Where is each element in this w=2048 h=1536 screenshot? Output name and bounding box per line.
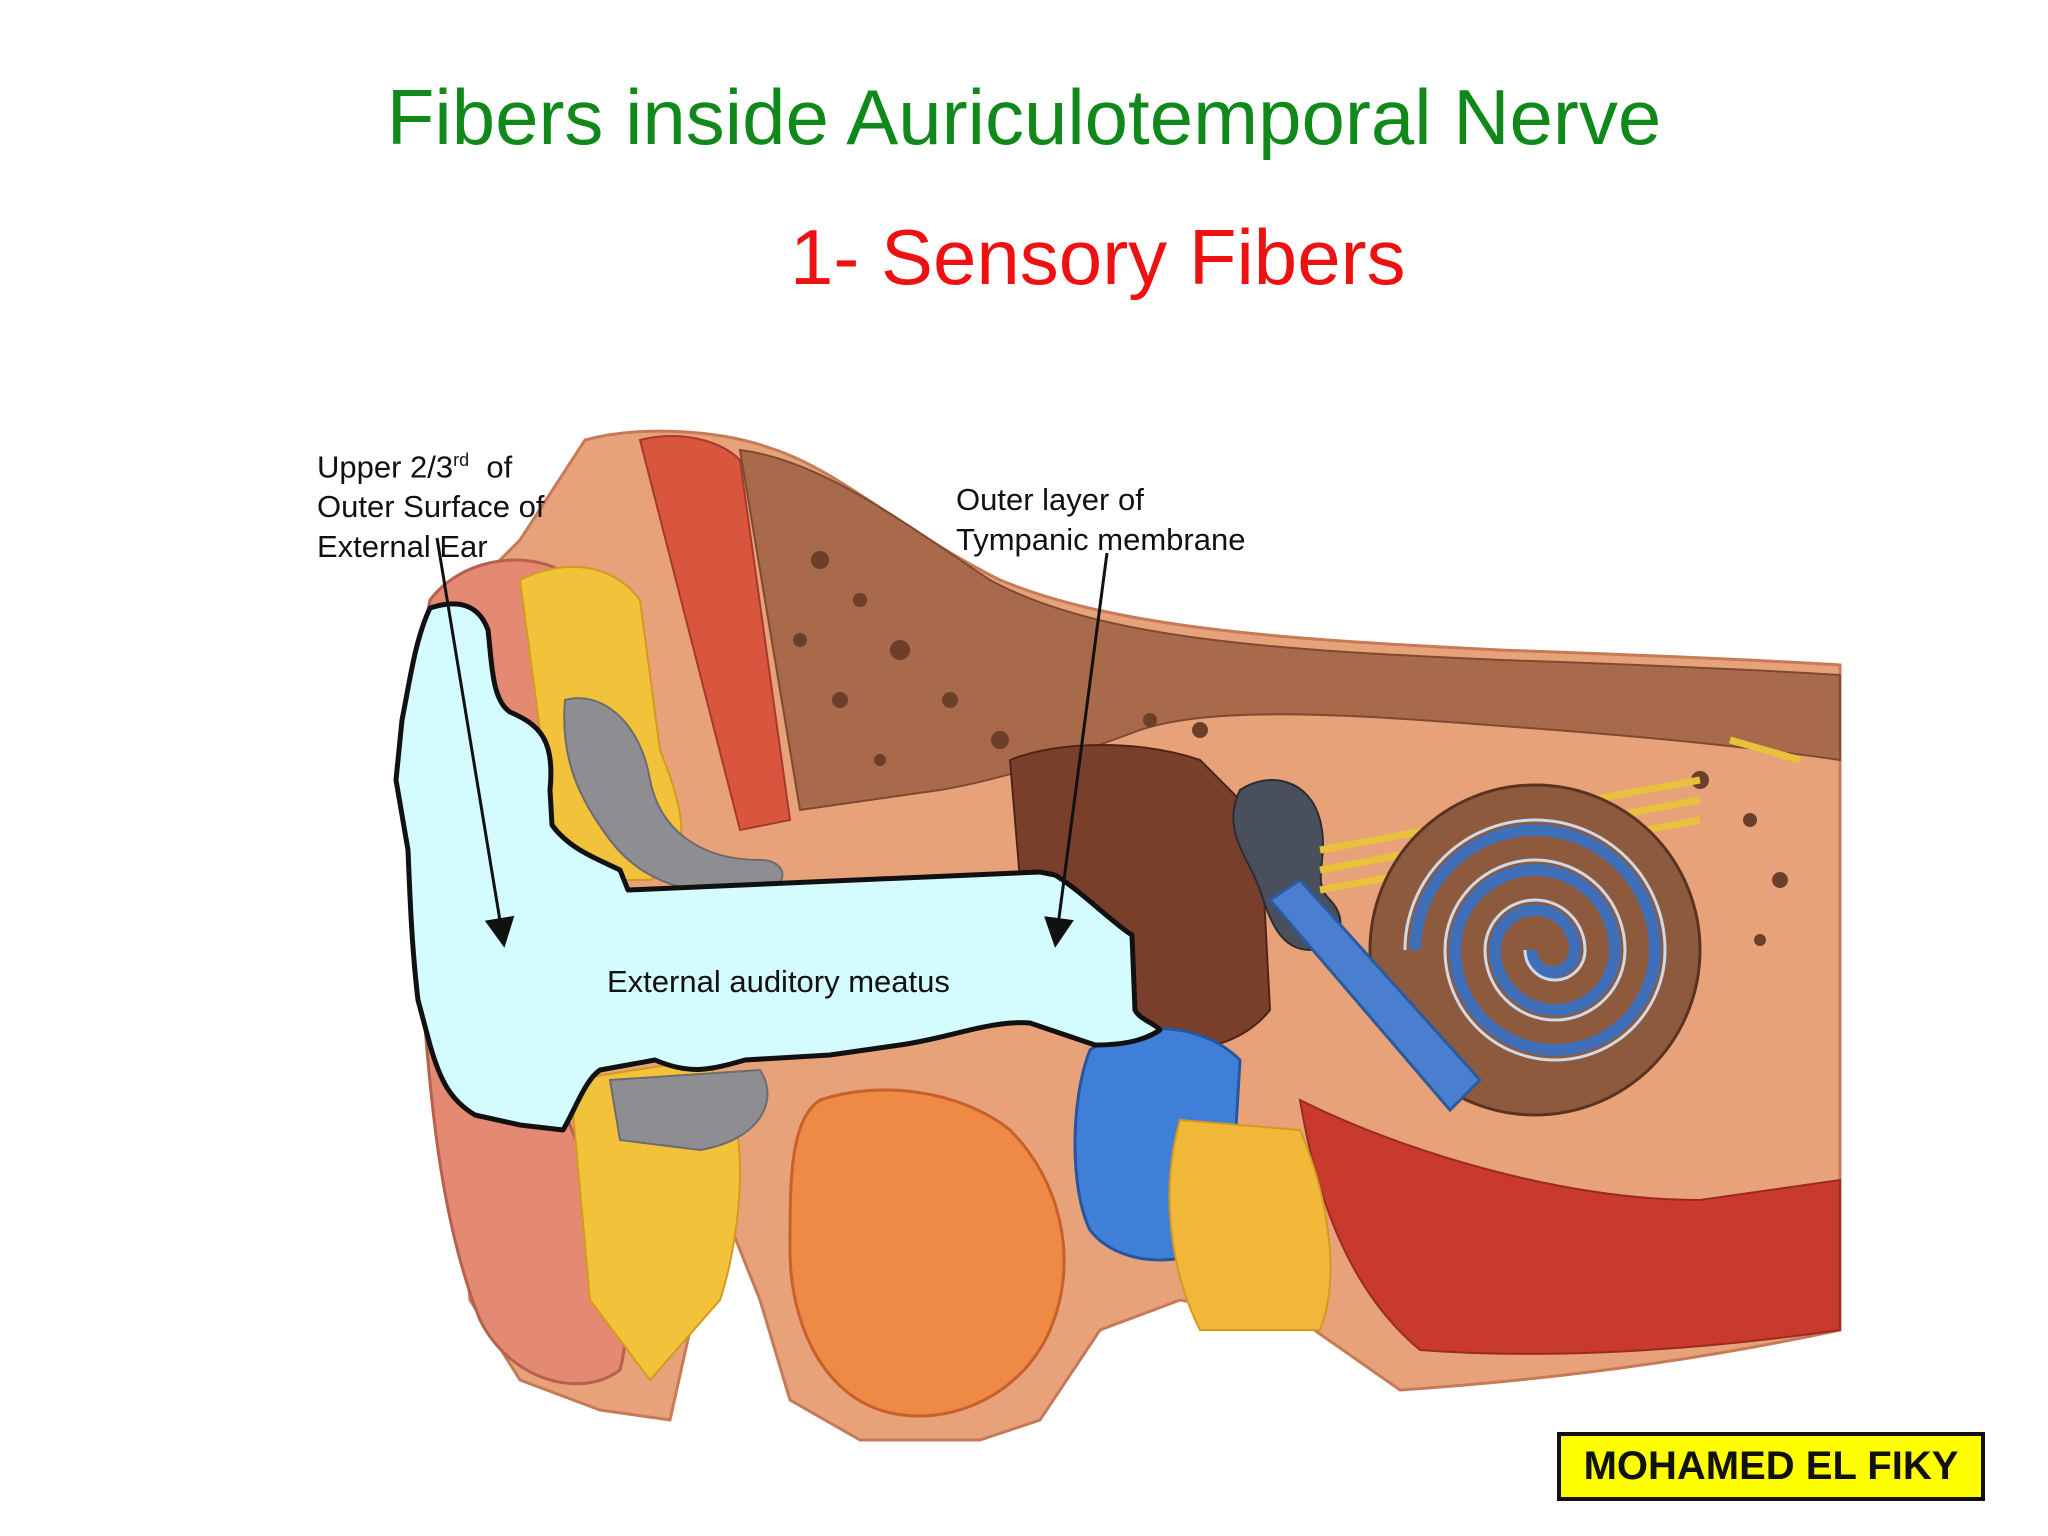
label-upper-sup: rd [453,450,470,470]
semicircular-canal [1267,878,1483,1113]
label-tympanic-line2: Tympanic membrane [956,522,1246,557]
author-brand-badge: MOHAMED EL FIKY [1557,1432,1985,1501]
slide-title: Fibers inside Auriculotemporal Nerve [386,73,1662,161]
neck-muscle [1298,1098,1841,1355]
mastoid-air-cells [793,551,1788,946]
parotid-gland [788,1088,1066,1418]
cochlea [1368,783,1702,1117]
arrow-to-tympanic-membrane [1044,552,1109,948]
label-upper-line1: Upper 2/3 [317,449,454,485]
external-auditory-meatus-region [393,601,1163,1133]
label-upper-of: of [486,449,513,485]
label-external-auditory-meatus: External auditory meatus [607,964,950,999]
label-tympanic-membrane: Outer layer of Tympanic membrane [956,480,1245,560]
cartilage-lower [608,1068,769,1152]
label-upper-line3: External Ear [317,529,488,565]
slide-subtitle: 1- Sensory Fibers [790,213,1406,301]
label-upper-line2: Outer Surface of [317,489,545,525]
adipose-tissue-middle [1168,1118,1332,1331]
label-tympanic-line1: Outer layer of [956,482,1144,517]
temporalis-muscle [638,435,792,832]
cartilage-upper [563,697,784,894]
arrow-to-external-ear [435,537,515,948]
label-upper-outer-surface: Upper 2/3rd of Outer Surface of External… [317,440,544,567]
